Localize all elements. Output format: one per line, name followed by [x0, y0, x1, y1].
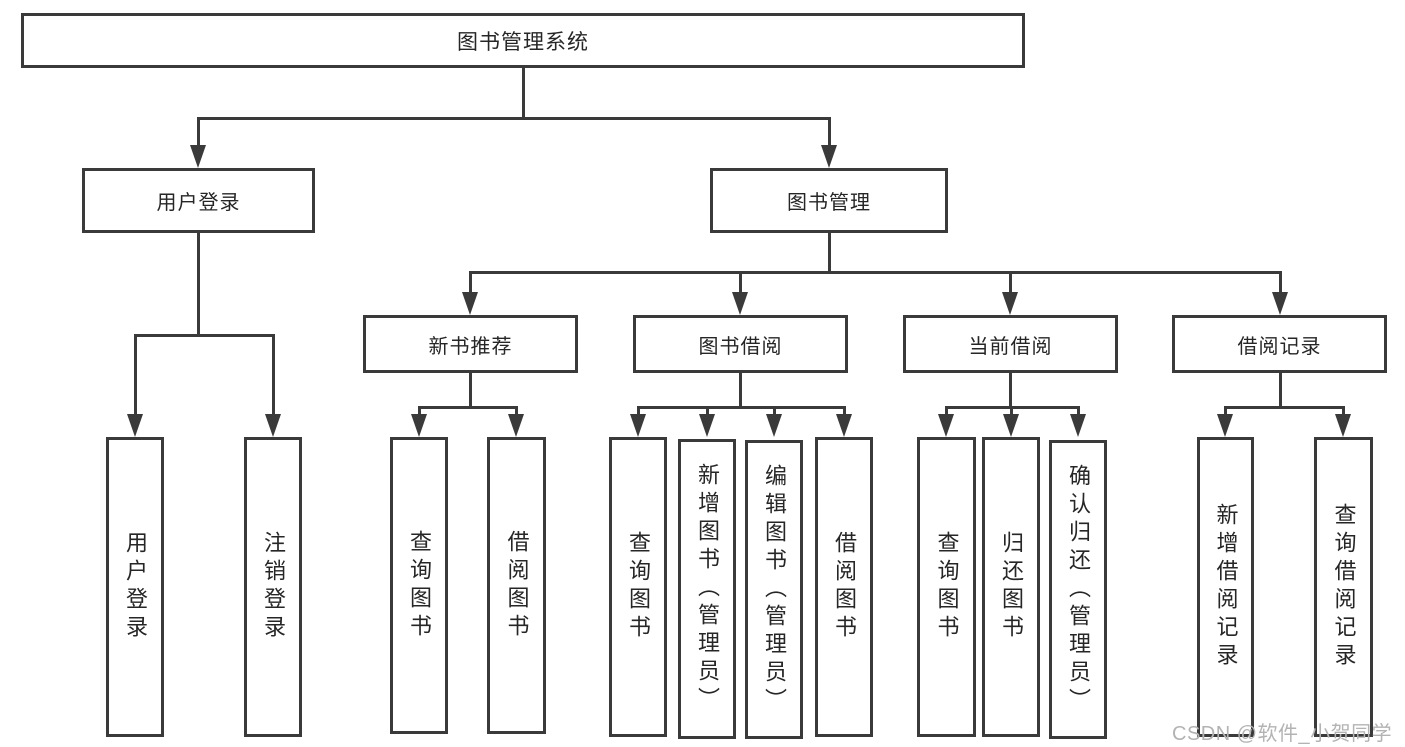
connector-child-stem: [636, 407, 640, 415]
node-v-borrow-book-2: 借阅图书: [815, 437, 873, 737]
arrowhead-down-icon: [1002, 292, 1018, 315]
node-v-logout: 注销登录: [244, 437, 302, 737]
arrowhead-down-icon: [462, 292, 478, 315]
connector-child-stem: [705, 407, 709, 415]
node-label: 查询图书: [407, 529, 432, 642]
node-label: 借阅记录: [1237, 335, 1322, 358]
connector-branch-line: [1223, 405, 1345, 409]
node-v-return-book: 归还图书: [982, 437, 1040, 737]
node-book-borrow: 图书借阅: [633, 315, 848, 373]
arrowhead-down-icon: [821, 145, 837, 168]
node-current-borrow: 当前借阅: [903, 315, 1118, 373]
arrowhead-down-icon: [630, 414, 646, 437]
node-root: 图书管理系统: [21, 13, 1025, 68]
node-v-query-book-2: 查询图书: [609, 437, 667, 737]
node-book-mgmt: 图书管理: [710, 168, 948, 233]
node-v-borrow-book-1: 借阅图书: [487, 437, 546, 734]
node-label: 借阅图书: [832, 531, 857, 643]
node-v-confirm-return-admin: 确认归还（管理员）: [1049, 440, 1107, 739]
node-label: 当前借阅: [968, 335, 1053, 358]
node-v-add-borrow-record: 新增借阅记录: [1197, 437, 1254, 737]
arrowhead-down-icon: [411, 414, 427, 437]
arrowhead-down-icon: [1003, 414, 1019, 437]
arrowhead-down-icon: [938, 414, 954, 437]
csdn-watermark: CSDN @软件_小贺同学: [1172, 723, 1393, 745]
connector-branch-line: [468, 270, 1282, 274]
connector-child-stem: [1278, 272, 1282, 293]
node-label: 图书借阅: [698, 335, 783, 358]
node-label: 新书推荐: [428, 335, 513, 358]
node-v-query-book-3: 查询图书: [917, 437, 976, 737]
node-v-add-book-admin: 新增图书（管理员）: [678, 439, 736, 739]
node-label: 新增图书（管理员）: [695, 463, 720, 715]
connector-parent-stem: [1008, 373, 1012, 409]
arrowhead-down-icon: [127, 414, 143, 437]
node-v-query-book-1: 查询图书: [390, 437, 448, 734]
node-label: 图书管理: [787, 192, 871, 214]
connector-parent-stem: [827, 233, 831, 274]
node-label: 归还图书: [999, 531, 1024, 643]
node-label: 查询图书: [626, 531, 651, 643]
node-v-user-login: 用户登录: [106, 437, 164, 737]
connector-parent-stem: [521, 68, 525, 120]
connector-parent-stem: [196, 233, 200, 337]
connector-child-stem: [196, 118, 200, 146]
connector-child-stem: [827, 118, 831, 146]
arrowhead-down-icon: [265, 414, 281, 437]
arrowhead-down-icon: [190, 145, 206, 168]
node-label: 查询借阅记录: [1331, 503, 1357, 671]
connector-child-stem: [1223, 407, 1227, 415]
node-new-book-recommend: 新书推荐: [363, 315, 578, 373]
arrowhead-down-icon: [1272, 292, 1288, 315]
connector-child-stem: [514, 407, 518, 415]
node-label: 确认归还（管理员）: [1066, 463, 1091, 716]
node-v-query-borrow-record: 查询借阅记录: [1314, 437, 1373, 737]
node-label: 查询图书: [934, 531, 960, 643]
arrowhead-down-icon: [1217, 414, 1233, 437]
arrowhead-down-icon: [766, 414, 782, 437]
connector-child-stem: [1076, 407, 1080, 415]
arrowhead-down-icon: [836, 414, 852, 437]
connector-child-stem: [133, 335, 137, 415]
node-label: 借阅图书: [504, 529, 530, 642]
connector-child-stem: [271, 335, 275, 415]
arrowhead-down-icon: [1070, 414, 1086, 437]
connector-child-stem: [772, 407, 776, 415]
connector-child-stem: [1008, 272, 1012, 293]
connector-parent-stem: [1278, 373, 1282, 409]
connector-branch-line: [196, 116, 831, 120]
node-label: 注销登录: [261, 531, 286, 643]
node-label: 用户登录: [156, 192, 241, 214]
connector-child-stem: [468, 272, 472, 293]
connector-child-stem: [738, 272, 742, 293]
connector-branch-line: [636, 405, 846, 409]
node-user-login: 用户登录: [82, 168, 315, 233]
connector-branch-line: [133, 333, 275, 337]
arrowhead-down-icon: [732, 292, 748, 315]
connector-child-stem: [1009, 407, 1013, 415]
connector-child-stem: [944, 407, 948, 415]
node-label: 新增借阅记录: [1213, 503, 1239, 671]
connector-child-stem: [1341, 407, 1345, 415]
connector-child-stem: [417, 407, 421, 415]
arrowhead-down-icon: [699, 414, 715, 437]
node-label: 编辑图书（管理员）: [762, 463, 787, 716]
arrowhead-down-icon: [1335, 414, 1351, 437]
connector-branch-line: [417, 405, 518, 409]
node-label: 图书管理系统: [457, 30, 589, 54]
connector-child-stem: [842, 407, 846, 415]
connector-parent-stem: [468, 373, 472, 409]
connector-parent-stem: [738, 373, 742, 409]
node-v-edit-book-admin: 编辑图书（管理员）: [745, 440, 803, 739]
arrowhead-down-icon: [508, 414, 524, 437]
node-label: 用户登录: [123, 531, 148, 643]
node-borrow-records: 借阅记录: [1172, 315, 1387, 373]
